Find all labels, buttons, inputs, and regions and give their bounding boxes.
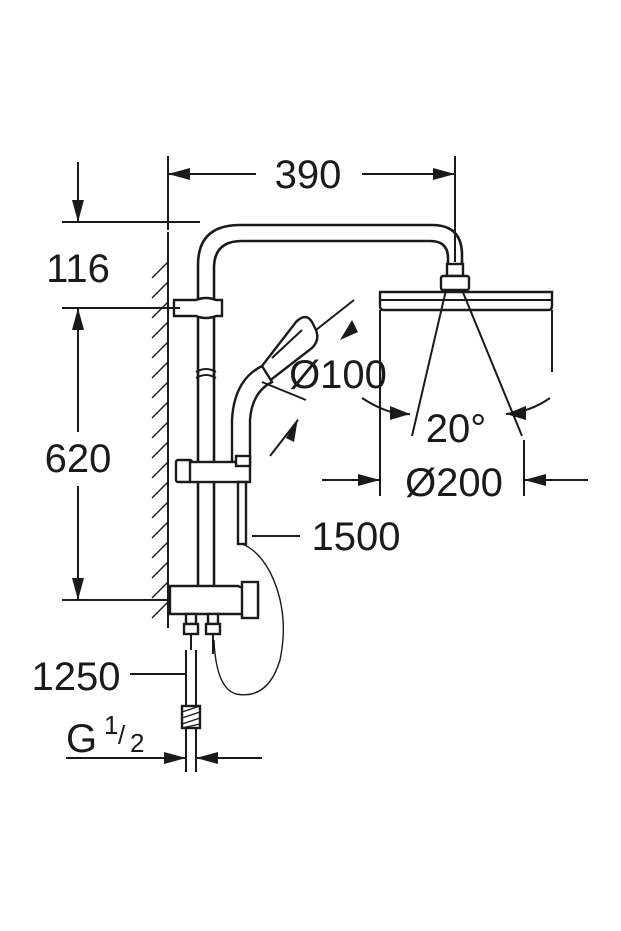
head-shower: [378, 262, 554, 312]
thread-letter-label: G: [66, 717, 97, 761]
supply-hose-length-label: 1250: [32, 655, 121, 699]
thread-slash: /: [118, 720, 126, 750]
dimension-top-offset: 116: [46, 162, 200, 291]
dimension-hose-length: 1500: [252, 515, 400, 559]
dimension-supply-hose: 1250: [32, 655, 186, 699]
dimension-hand-shower: Ø100: [261, 299, 387, 457]
dimension-rail-height: 620: [45, 307, 180, 601]
dimension-head-shower: Ø200: [322, 310, 588, 505]
arm-reach-label: 390: [275, 153, 342, 197]
dimension-connection-thread: G 1 / 2: [66, 710, 262, 764]
spray-angle-label: 20°: [426, 407, 487, 451]
wall-bracket: [172, 296, 224, 320]
top-offset-label: 116: [46, 247, 110, 291]
wall: [151, 232, 169, 628]
hand-shower-diameter-label: Ø100: [289, 353, 387, 397]
thermostat-mixer: [168, 580, 260, 654]
thread-denominator-label: 2: [130, 728, 144, 758]
dimension-arm-reach: 390: [167, 153, 456, 262]
supply-hose: [180, 650, 202, 772]
thread-numerator-label: 1: [104, 710, 118, 740]
slider: [174, 454, 252, 484]
rail-height-label: 620: [45, 437, 112, 481]
shower-hose: [213, 480, 284, 696]
dimension-spray-angle: 20°: [361, 289, 551, 451]
shower-rail: [195, 223, 464, 590]
hose-length-label: 1500: [312, 515, 401, 559]
head-shower-diameter-label: Ø200: [405, 461, 503, 505]
